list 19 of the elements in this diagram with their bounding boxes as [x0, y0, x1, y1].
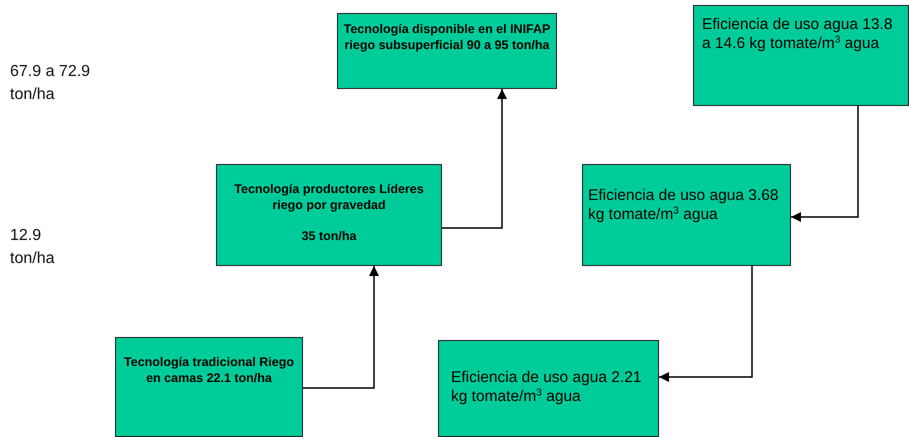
process-box: [337, 13, 557, 89]
arrow: [791, 106, 859, 222]
box-text: Tecnología productores Líderes riego por gravedad: [233, 182, 425, 214]
box-text: Tecnología disponible en el INIFAP riego subsuperficial 90 a 95 ton/ha: [342, 22, 552, 54]
process-box: [216, 164, 442, 266]
box-text: Eficiencia de uso agua 3.68 kg tomate/m$^{3}$ agua: [588, 187, 780, 224]
arrow: [442, 89, 507, 229]
process-box: [582, 164, 791, 266]
box-text: Tecnología tradicional Riego en camas 22.1 ton/ha: [123, 355, 295, 386]
arrow: [659, 266, 753, 382]
arrow: [303, 266, 379, 389]
yield-label: 12.9 ton/ha: [10, 226, 56, 270]
box-text: Eficiencia de uso agua 13.8 a 14.6 kg tomate/m$^{3}$ agua: [702, 16, 894, 54]
process-box: [693, 5, 909, 106]
process-box: [438, 340, 659, 437]
yield-label: 67.9 a 72.9 ton/ha: [10, 62, 92, 106]
box-text: Eficiencia de uso agua 2.21 kg tomate/m$^{3}$ agua: [451, 369, 642, 406]
process-box: [115, 337, 303, 437]
box-text: 35 ton/ha: [300, 229, 358, 245]
